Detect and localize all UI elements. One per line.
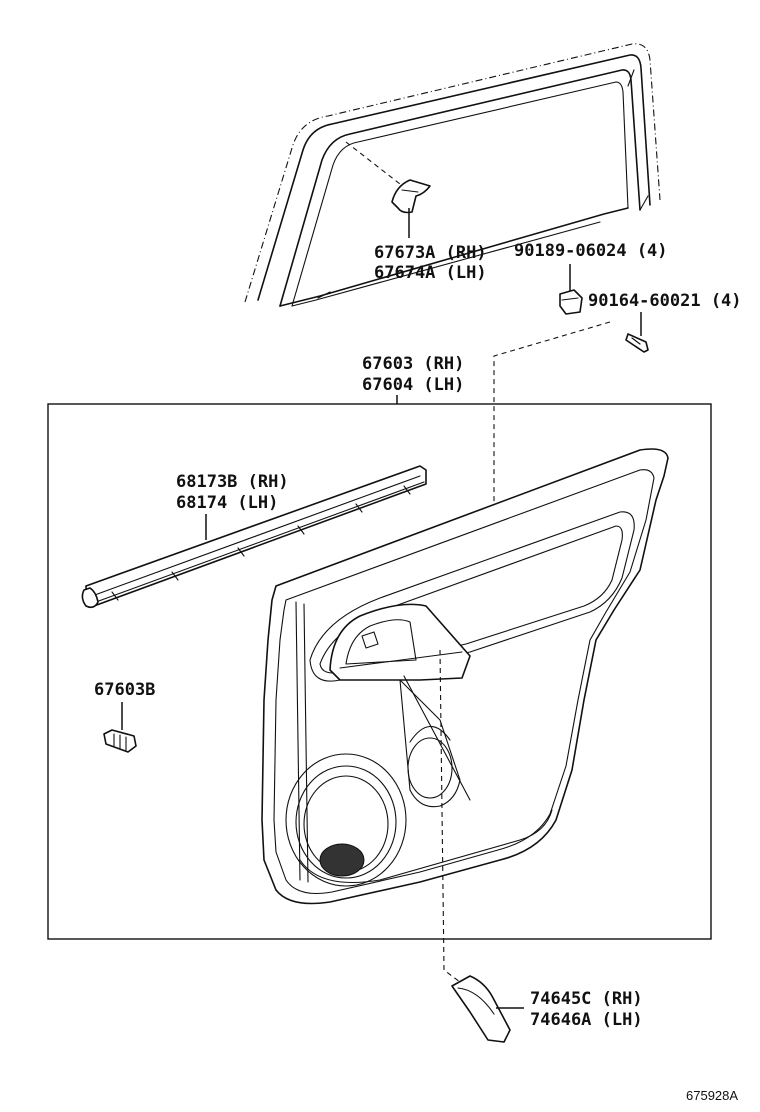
figure-reference-number: 675928A — [686, 1088, 738, 1103]
window-bracket-part — [391, 179, 431, 214]
clip-nut-part — [559, 289, 583, 315]
door-trim-panel — [261, 448, 669, 905]
weatherstrip-part — [81, 465, 427, 609]
door-window-frame — [244, 43, 661, 307]
label-90189-06024: 90189-06024 (4) — [514, 241, 668, 261]
label-67673a: 67673A (RH) — [374, 243, 487, 263]
label-67604: 67604 (LH) — [362, 375, 464, 395]
label-68173b: 68173B (RH) — [176, 472, 289, 492]
clip-67603b-part — [103, 729, 137, 753]
bracket-dashed-guide — [345, 141, 401, 185]
lower-trim-dashed-guide — [439, 649, 461, 983]
label-68174: 68174 (LH) — [176, 493, 278, 513]
label-67603: 67603 (RH) — [362, 354, 464, 374]
label-90164-60021: 90164-60021 (4) — [588, 291, 742, 311]
lower-trim-part — [451, 975, 511, 1043]
label-67674a: 67674A (LH) — [374, 263, 487, 283]
screw-dashed-guide — [493, 321, 611, 620]
label-74646a: 74646A (LH) — [530, 1010, 643, 1030]
screw-part — [625, 333, 649, 353]
label-67603b: 67603B — [94, 680, 155, 700]
door-trim-assembly-box — [47, 403, 712, 940]
label-74645c: 74645C (RH) — [530, 989, 643, 1009]
